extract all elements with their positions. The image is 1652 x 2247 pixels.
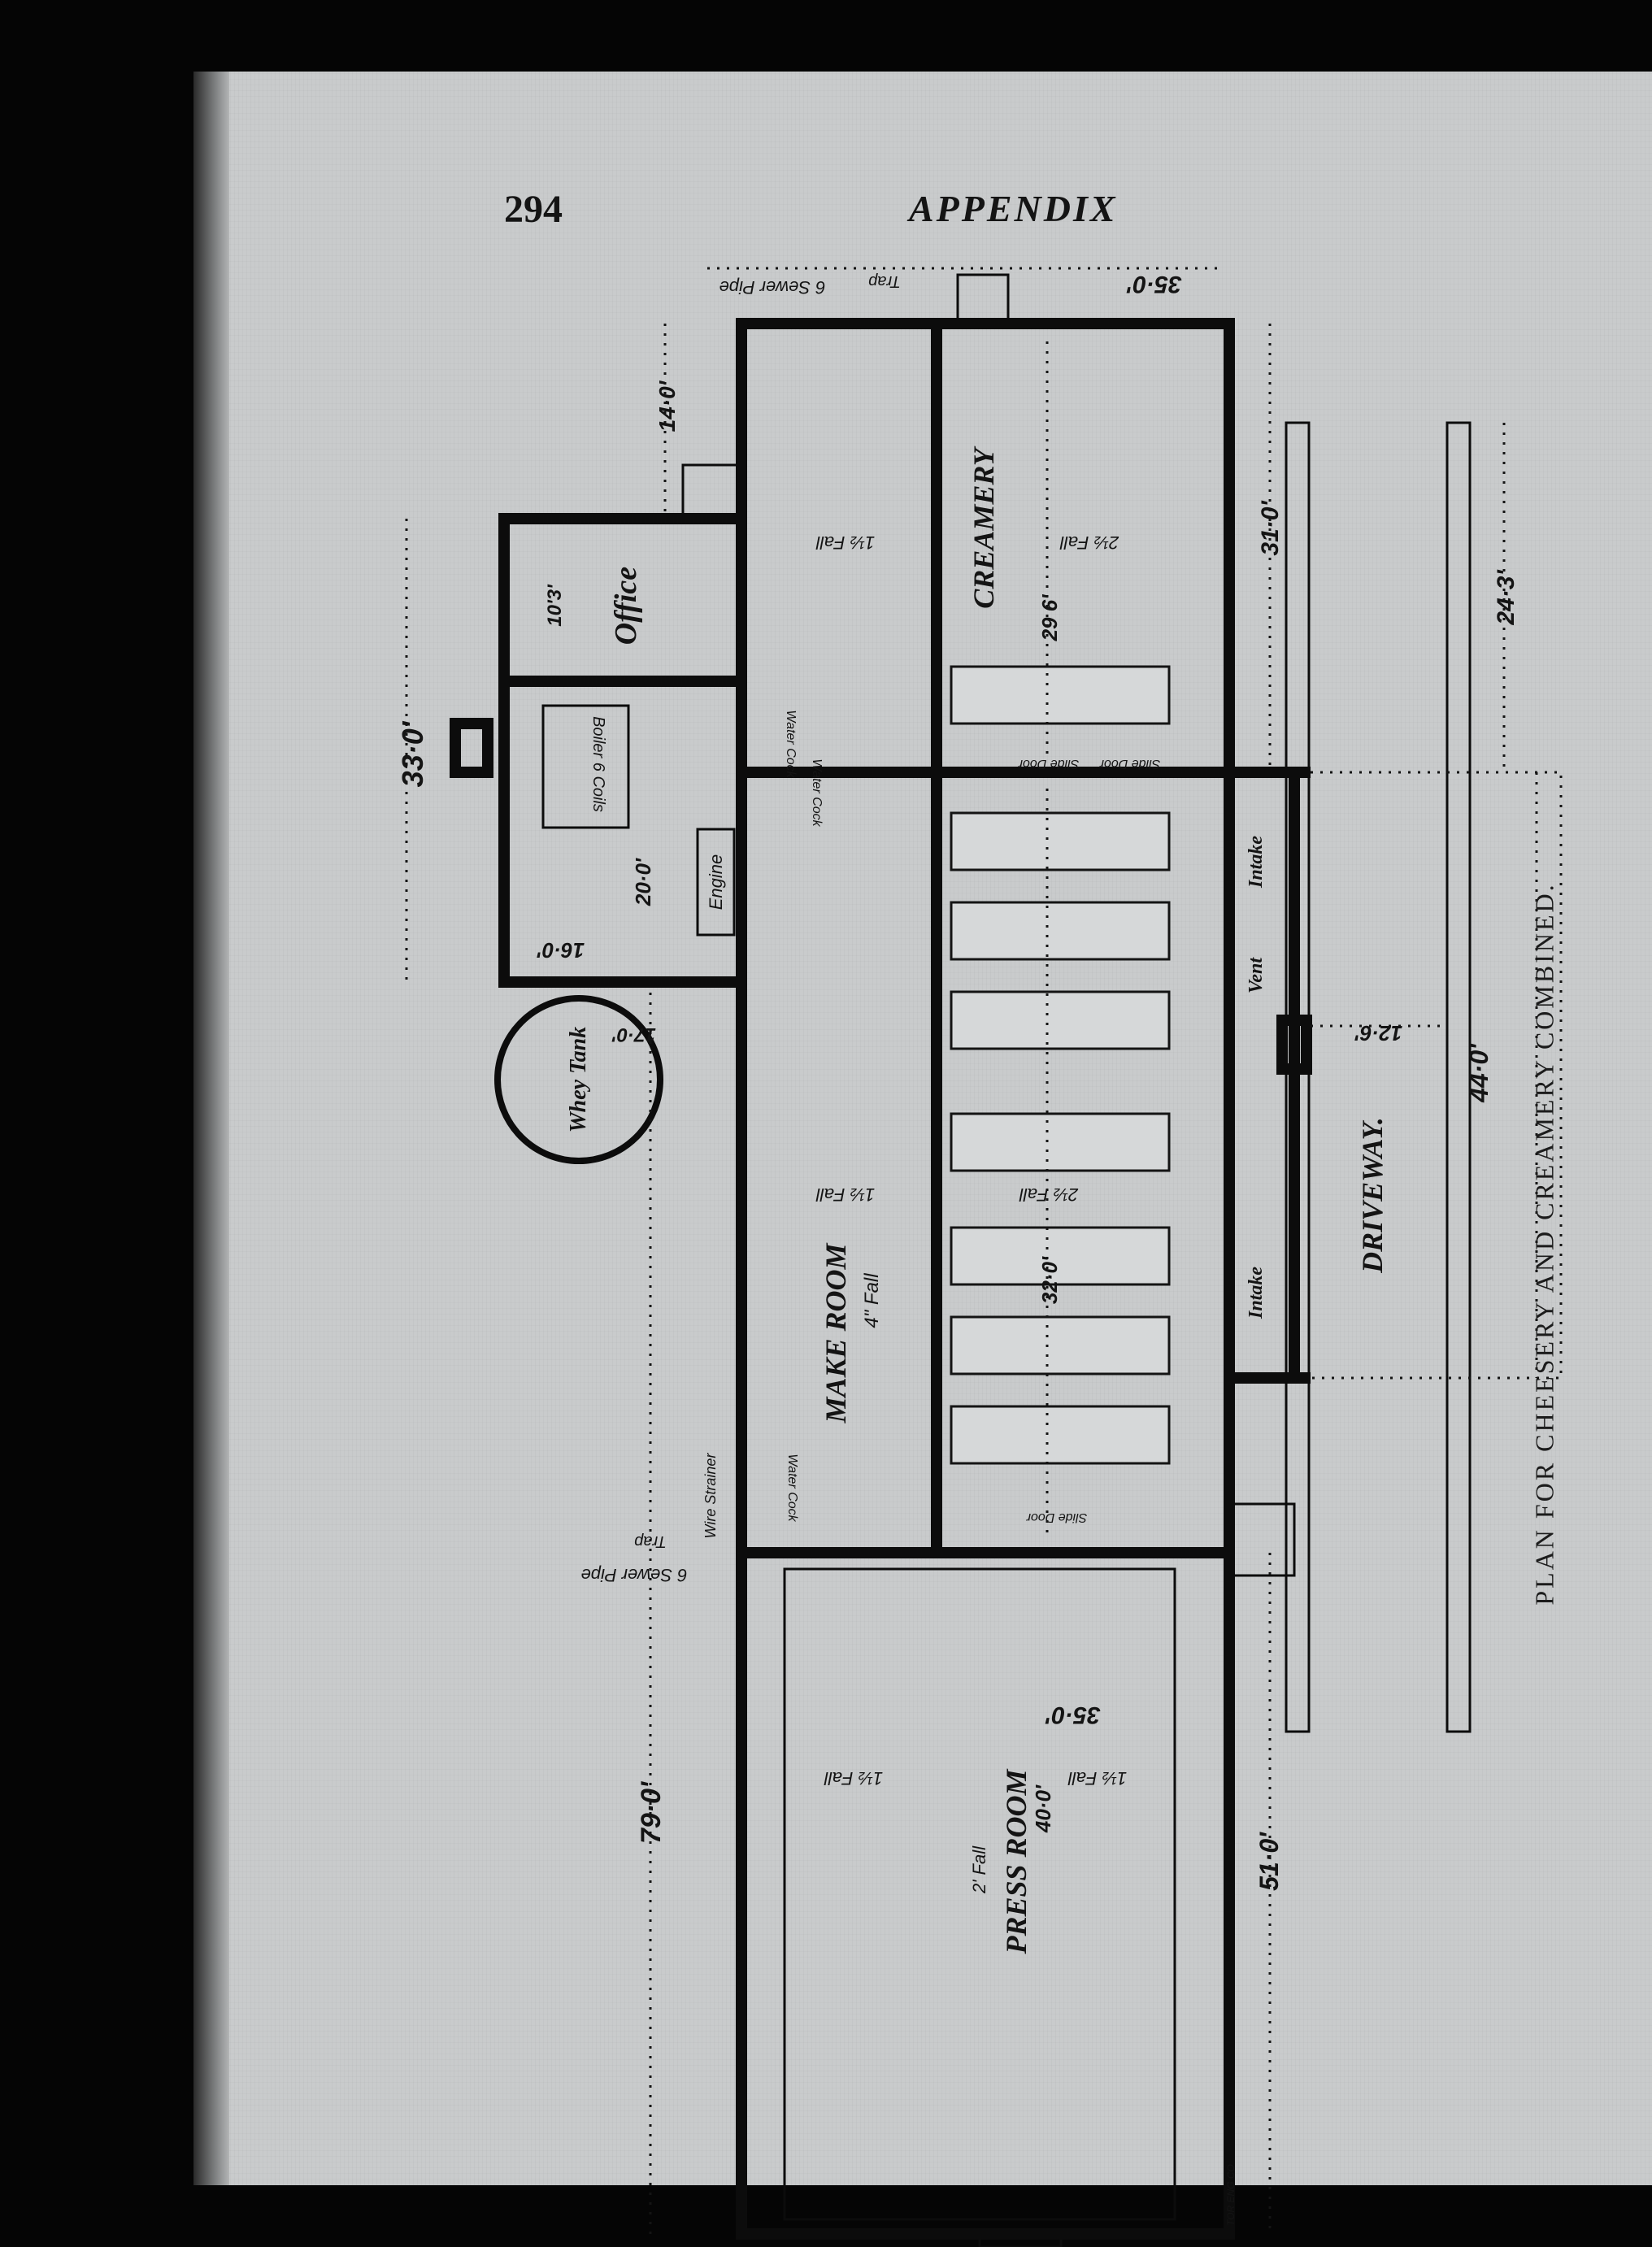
driveway-left-rail (1285, 421, 1311, 1733)
vent-box (1276, 1015, 1312, 1075)
dim-12-6: 12·6' (1354, 1021, 1402, 1045)
water-cock-1-label: Water Cock (784, 710, 798, 778)
dim-14: 14·0' (654, 380, 680, 432)
boiler-outline (541, 704, 630, 829)
press-room-label: PRESS ROOM (1000, 1767, 1032, 1954)
slide-door-3-label: Slide Door (1026, 1510, 1087, 1524)
wire-strainer-label: Wire Strainer (702, 1453, 719, 1539)
slide-door-2-label: Slide Door (1099, 757, 1160, 771)
dim-33: 33·0' (396, 720, 429, 787)
dim-51: 51·0' (1254, 1832, 1284, 1891)
vat-4 (950, 1112, 1171, 1172)
fall-creamery-1: 1½ Fall (815, 532, 875, 553)
vat-2 (950, 901, 1171, 961)
steps (681, 273, 1296, 2247)
creamery-vat (950, 665, 1171, 725)
steps-side (1228, 1502, 1296, 1577)
fall-press-2: 1½ Fall (1067, 1768, 1127, 1788)
trap-top-label: Trap (868, 272, 901, 290)
steps-office (681, 463, 743, 520)
driveway-label: DRIVEWAY. (1356, 1117, 1389, 1274)
press-room-inner (783, 1567, 1176, 2221)
vat-3 (950, 990, 1171, 1050)
fall-creamery-2: 2½ Fall (1059, 532, 1119, 553)
dimension-lines (405, 267, 1538, 2234)
make-room-label: MAKE ROOM (819, 1241, 852, 1423)
dim-29-6: 29 6' (1037, 594, 1062, 642)
driveway-right-rail (1446, 421, 1472, 1733)
figure-caption: PLAN FOR CHEESERY AND CREAMERY COMBINED. (1529, 882, 1559, 1606)
dim-17: 17·0' (611, 1024, 656, 1045)
whey-tank-label: Whey Tank (566, 1027, 591, 1132)
sewer-pipe-top-label: 6 Sewer Pipe (719, 277, 826, 298)
office-label: Office (609, 567, 643, 645)
fall-make-2: 2½ Fall (1019, 1184, 1079, 1205)
creamery-label: CREAMERY (967, 445, 1000, 608)
fall-press-3: 2' Fall (969, 1845, 989, 1894)
dim-31: 31·0' (1257, 501, 1284, 556)
vat-7 (950, 1405, 1171, 1465)
boiler-label: Boiler 6 Coils (589, 716, 607, 812)
dim-35-top: 35·0' (1127, 271, 1182, 298)
annex-walls (498, 513, 747, 988)
dim-35-press: 35·0' (1046, 1702, 1101, 1728)
vats (950, 665, 1171, 1465)
steps-bottom (978, 2232, 1063, 2247)
vat-6 (950, 1315, 1171, 1376)
water-cock-3-label: Water Cock (785, 1454, 799, 1522)
fall-make-3: 4" Fall (861, 1273, 883, 1328)
vat-1 (950, 811, 1171, 871)
sewer-pipe-bottom-label: 6 Sewer Pipe (581, 1565, 688, 1585)
water-cock-2-label: Water Cock (810, 758, 824, 827)
intake-1-label: Intake (1246, 836, 1267, 889)
book-spine-shadow (193, 72, 229, 2185)
slide-door-1-label: Slide Door (1018, 757, 1079, 771)
dim-16: 16·0' (537, 938, 585, 963)
whey-tank (494, 995, 663, 1164)
chimney (450, 718, 493, 778)
dim-20: 20·0' (631, 858, 655, 906)
engine-outline (696, 828, 736, 937)
office-annex (450, 513, 747, 988)
dim-32: 32·0' (1037, 1256, 1062, 1304)
page-number: 294 (504, 188, 563, 231)
intake-2-label: Intake (1246, 1267, 1267, 1319)
dim-10-3: 10'3' (544, 584, 566, 627)
page-header: APPENDIX (909, 188, 1118, 229)
dim-24-3: 24·3' (1493, 570, 1519, 626)
fall-press-1: 1½ Fall (824, 1768, 883, 1788)
engraver-label: TOR ENG CO (1225, 2164, 1237, 2226)
driveway (1229, 421, 1563, 1733)
fall-make-1: 1½ Fall (815, 1184, 875, 1205)
dim-44: 44·0' (1464, 1043, 1493, 1103)
steps-top (956, 273, 1010, 325)
dim-79: 79·0' (636, 1780, 667, 1844)
vat-5 (950, 1226, 1171, 1286)
trap-bottom-label: Trap (634, 1532, 667, 1550)
engine-label: Engine (706, 854, 726, 911)
driveway-extent (1311, 771, 1563, 1380)
dim-40: 40·0' (1031, 1784, 1055, 1833)
vent-label: Vent (1246, 957, 1267, 993)
